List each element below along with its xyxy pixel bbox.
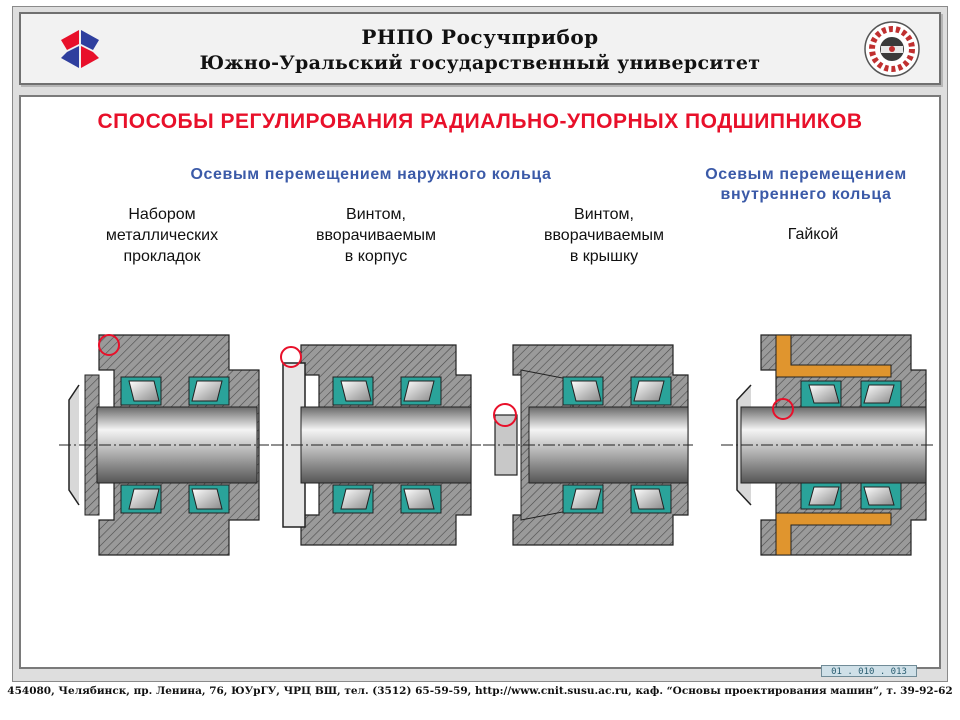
rosuchpribor-logo-icon: [61, 30, 99, 68]
highlight-marker: [98, 334, 120, 356]
caption-line: прокладок: [123, 248, 201, 265]
method-shims-caption: Набором металлических прокладок: [77, 204, 247, 267]
caption-line: вворачиваемым: [543, 227, 665, 244]
group-inner-line-1: Осевым перемещением: [705, 166, 907, 183]
department-emblem-icon: [864, 21, 920, 77]
poster-frame: РНПО Росучприбор Южно-Уральский государс…: [12, 6, 948, 682]
method-nut-caption: Гайкой: [728, 224, 898, 245]
highlight-marker: [280, 346, 302, 368]
header-university: Южно-Уральский государственный университ…: [199, 52, 761, 74]
group-inner-line-2: внутреннего кольца: [720, 186, 892, 203]
header-org: РНПО Росучприбор: [361, 25, 599, 49]
footer-contacts: 454080, Челябинск, пр. Ленина, 76, ЮУрГУ…: [7, 685, 953, 697]
caption-line: Винтом,: [574, 206, 634, 223]
caption-line: в крышку: [569, 248, 639, 265]
caption-line: вворачиваемым: [315, 227, 437, 244]
caption-line: Набором: [128, 206, 196, 223]
caption-line: Винтом,: [346, 206, 406, 223]
bearing-screw-housing-drawing: [271, 344, 481, 546]
bearing-nut-drawing: [721, 334, 933, 556]
bearing-screw-cover-drawing: [483, 344, 693, 546]
bearing-shims-drawing: [59, 334, 269, 556]
sheet-code: 01 . 010 . 013: [821, 665, 917, 677]
highlight-marker: [772, 398, 794, 420]
method-screw-housing-caption: Винтом, вворачиваемым в корпус: [291, 204, 461, 267]
highlight-marker: [493, 403, 517, 427]
method-screw-cover-caption: Винтом, вворачиваемым в крышку: [519, 204, 689, 267]
page-title: СПОСОБЫ РЕГУЛИРОВАНИЯ РАДИАЛЬНО-УПОРНЫХ …: [97, 110, 863, 133]
caption-line: металлических: [105, 227, 219, 244]
header-bar: РНПО Росучприбор Южно-Уральский государс…: [19, 12, 941, 85]
content-panel: СПОСОБЫ РЕГУЛИРОВАНИЯ РАДИАЛЬНО-УПОРНЫХ …: [19, 95, 941, 669]
caption-line: Гайкой: [787, 226, 839, 243]
group-outer-ring-title: Осевым перемещением наружного кольца: [190, 166, 552, 183]
caption-line: в корпус: [344, 248, 408, 265]
group-inner-ring-title: Осевым перемещением внутреннего кольца: [671, 165, 941, 205]
